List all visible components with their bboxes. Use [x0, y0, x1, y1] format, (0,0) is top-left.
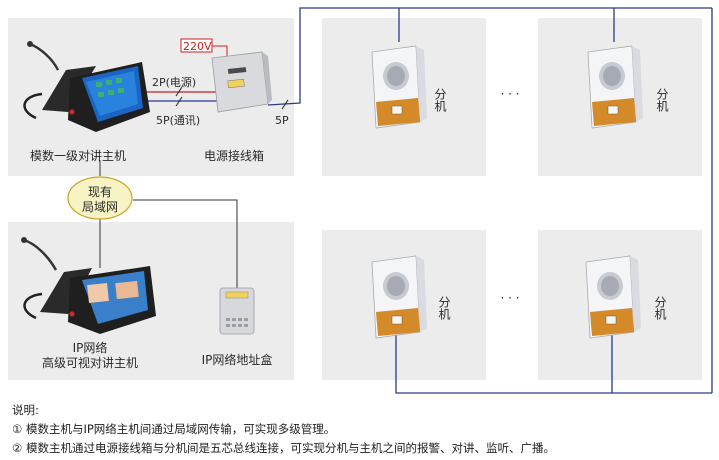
extension-label-1: 分机 [433, 88, 447, 112]
ip-address-box-device[interactable] [219, 287, 255, 335]
extension-unit-1[interactable] [371, 45, 427, 129]
line-slashes [175, 86, 289, 110]
ellipsis-bottom: · · · [500, 291, 519, 305]
lan-label-line2: 局域网 [82, 200, 118, 214]
notes-title: 说明: [12, 403, 39, 417]
power-box-device[interactable] [211, 51, 272, 113]
comm-5p-label: 5P(通讯) [156, 114, 200, 127]
extension-unit-2[interactable] [587, 45, 643, 129]
notes-section: 说明: ① 模数主机与IP网络主机间通过局域网传输，可实现多级管理。 ② 模数主… [12, 401, 712, 458]
ip-host-label-line1: IP网络 [73, 340, 108, 355]
ip-host-label-line2: 高级可视对讲主机 [42, 355, 138, 370]
extension-label-3: 分机 [437, 296, 451, 320]
ellipsis-top: · · · [500, 87, 519, 101]
ip-address-box-label: IP网络地址盒 [202, 352, 273, 367]
analog-host-device[interactable] [23, 41, 150, 132]
lan-lines [99, 160, 238, 290]
svg-text:分机: 分机 [655, 88, 669, 112]
extension-label-4: 分机 [653, 296, 667, 320]
bus-5p-label: 5P [275, 114, 289, 127]
top-bus-line [267, 7, 713, 393]
extension-label-2: 分机 [655, 88, 669, 112]
voltage-label: 220V [183, 40, 212, 53]
ip-host-device[interactable] [21, 237, 156, 334]
power-2p-label: 2P(电源) [152, 75, 196, 89]
lan-label-line1: 现有 [88, 185, 112, 199]
note-item-1: ① 模数主机与IP网络主机间通过局域网传输，可实现多级管理。 [12, 422, 336, 436]
lan-ellipse [67, 176, 133, 220]
extension-unit-3[interactable] [371, 255, 427, 339]
svg-text:分机: 分机 [653, 296, 667, 320]
power-box-label: 电源接线箱 [204, 148, 264, 163]
svg-text:分机: 分机 [433, 88, 447, 112]
extension-unit-4[interactable] [585, 255, 641, 339]
analog-host-label: 模数一级对讲主机 [30, 148, 126, 163]
svg-text:分机: 分机 [437, 296, 451, 320]
note-item-2: ② 模数主机通过电源接线箱与分机间是五芯总线连接，可实现分机与主机之间的报警、对… [12, 441, 555, 455]
